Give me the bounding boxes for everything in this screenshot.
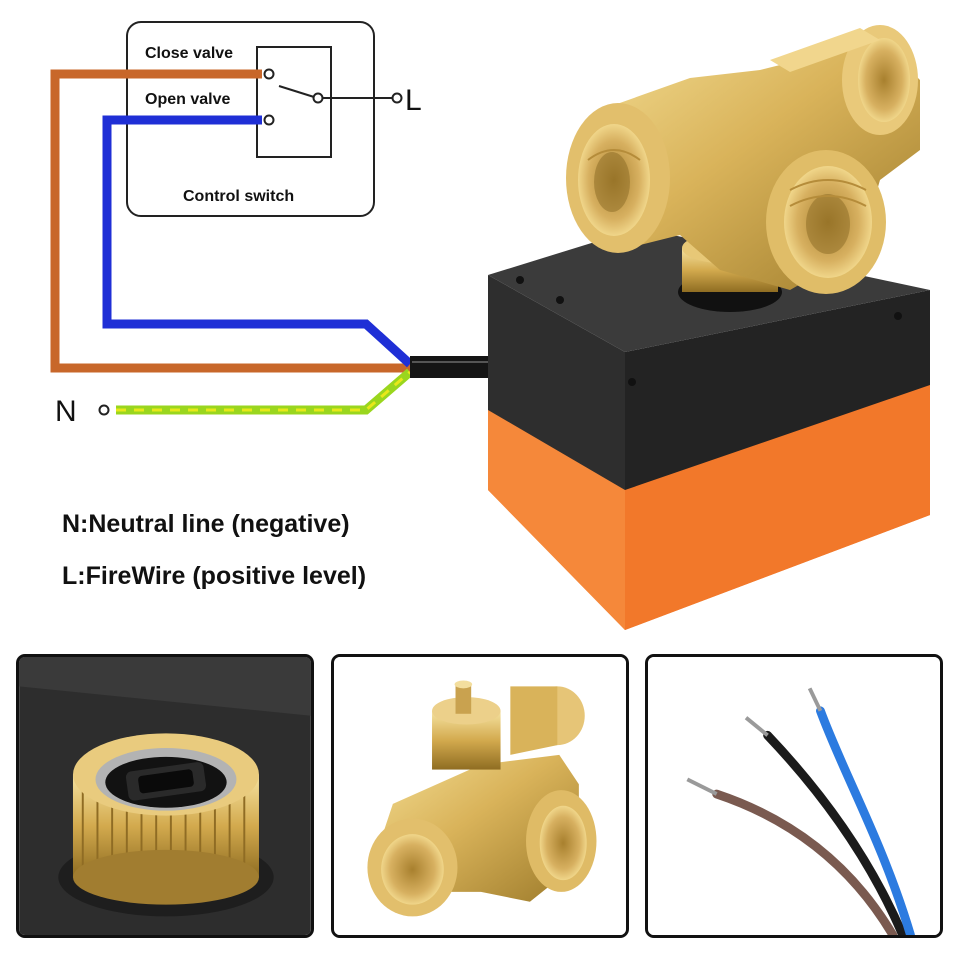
valve-body-panel bbox=[331, 654, 629, 938]
three-way-valve-icon bbox=[334, 657, 626, 935]
legend-neutral: N:Neutral line (negative) bbox=[62, 510, 350, 538]
live-terminal-label: L bbox=[405, 84, 422, 117]
close-contact bbox=[263, 68, 275, 80]
wiring-diagram: Close valve Open valve Control switch L … bbox=[50, 21, 930, 630]
live-terminal bbox=[391, 92, 403, 104]
knurled-coupling-icon bbox=[19, 657, 311, 935]
open-valve-label: Open valve bbox=[145, 91, 230, 108]
legend-live: L:FireWire (positive level) bbox=[62, 562, 367, 590]
open-contact bbox=[263, 114, 275, 126]
switch-lever bbox=[278, 85, 315, 98]
neutral-terminal-label: N bbox=[55, 395, 77, 428]
stripped-wire-leads-icon bbox=[648, 657, 940, 935]
coupling-closeup-panel bbox=[16, 654, 314, 938]
control-switch-caption: Control switch bbox=[183, 188, 294, 205]
neutral-wire bbox=[116, 368, 413, 415]
close-valve-wire bbox=[50, 69, 412, 373]
open-valve-wire bbox=[102, 115, 414, 368]
neutral-terminal bbox=[98, 404, 110, 416]
common-contact bbox=[312, 92, 324, 104]
valve-actuator-photo bbox=[488, 25, 930, 630]
wire-leads-panel bbox=[645, 654, 943, 938]
close-valve-label: Close valve bbox=[145, 45, 233, 62]
